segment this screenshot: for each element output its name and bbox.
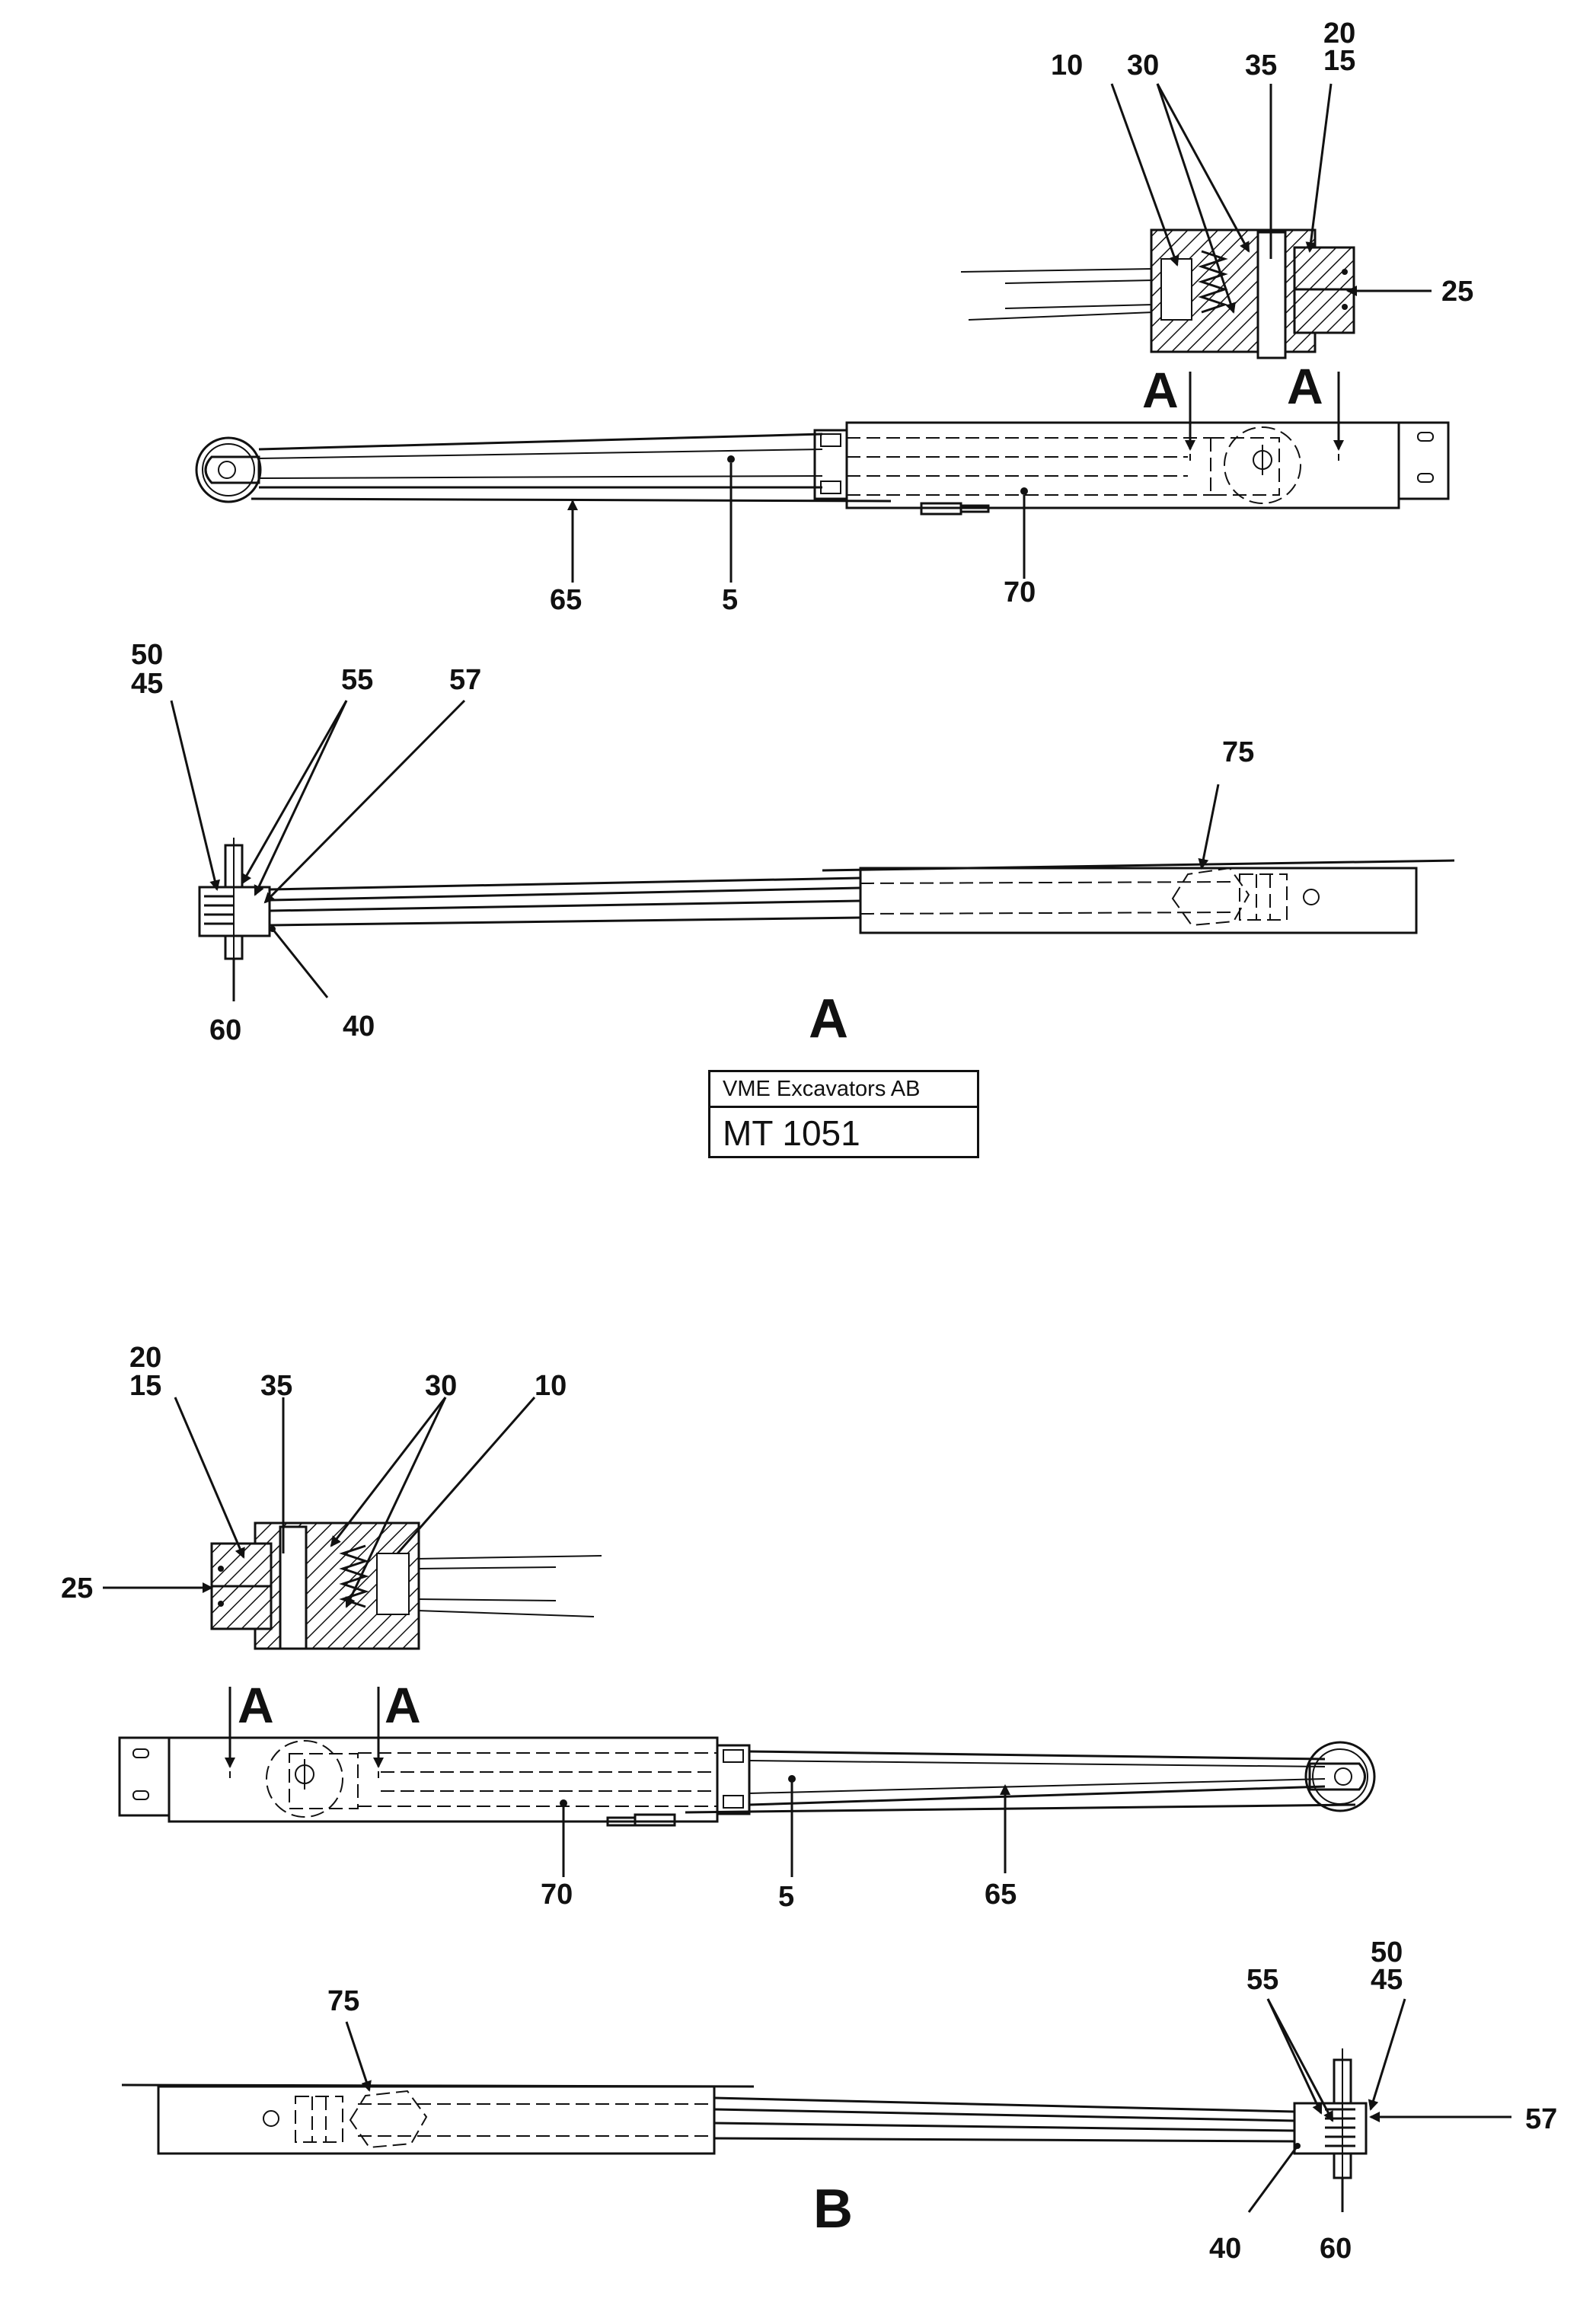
callout-5: 5 xyxy=(722,584,738,616)
callout-55: 55 xyxy=(341,664,373,696)
drawing-number: MT 1051 xyxy=(723,1113,860,1153)
callout-50: 50 xyxy=(1371,1936,1403,1968)
callout-5: 5 xyxy=(778,1881,794,1913)
callout-75: 75 xyxy=(1222,736,1254,768)
callout-15: 15 xyxy=(1323,45,1355,77)
section-marker: A xyxy=(1142,362,1179,418)
leader-lines xyxy=(103,83,1511,2213)
callout-25: 25 xyxy=(1441,276,1473,308)
callout-15: 15 xyxy=(129,1370,161,1402)
callout-10: 10 xyxy=(535,1370,567,1402)
callout-10: 10 xyxy=(1051,49,1083,81)
upper-section-detail xyxy=(960,228,1355,359)
callout-50: 50 xyxy=(131,639,163,671)
callout-45: 45 xyxy=(131,668,163,700)
callouts-upper-section: 10 30 35 20 15 25 xyxy=(1051,18,1473,308)
callout-25: 25 xyxy=(61,1572,93,1604)
callout-65: 65 xyxy=(550,584,582,616)
view-a-label: A xyxy=(809,988,848,1049)
callout-45: 45 xyxy=(1371,1964,1403,1996)
callouts-upper-main: 65 5 70 xyxy=(550,576,1036,616)
callout-35: 35 xyxy=(260,1370,292,1402)
callout-57: 57 xyxy=(449,664,481,696)
callout-75: 75 xyxy=(327,1985,359,2017)
view-a-side-view xyxy=(198,838,1455,971)
section-marker: A xyxy=(1287,358,1323,414)
view-b-side-view xyxy=(121,2048,1368,2189)
callout-57: 57 xyxy=(1525,2103,1557,2135)
section-marker: A xyxy=(238,1677,274,1733)
callout-20: 20 xyxy=(1323,18,1355,49)
company-name: VME Excavators AB xyxy=(710,1072,977,1108)
title-block: VME Excavators AB MT 1051 xyxy=(708,1070,979,1158)
callout-70: 70 xyxy=(541,1879,573,1911)
callout-70: 70 xyxy=(1004,576,1036,608)
callout-20: 20 xyxy=(129,1342,161,1374)
callouts-view-a: 50 45 55 57 75 60 40 A xyxy=(131,639,1254,1049)
callout-30: 30 xyxy=(425,1370,457,1402)
callouts-lower-main: 70 5 65 xyxy=(541,1879,1017,1913)
callout-30: 30 xyxy=(1127,49,1159,81)
view-b-label: B xyxy=(813,2179,853,2240)
section-markers-upper: A A xyxy=(1142,358,1323,418)
callouts-view-b: 75 55 50 45 57 40 60 B xyxy=(327,1936,1557,2265)
callout-60: 60 xyxy=(1320,2233,1352,2265)
callout-65: 65 xyxy=(985,1879,1017,1911)
lower-main-assembly xyxy=(118,1687,1376,1827)
section-markers-lower: A A xyxy=(238,1677,421,1733)
callout-35: 35 xyxy=(1245,49,1277,81)
callout-55: 55 xyxy=(1246,1964,1278,1996)
callout-60: 60 xyxy=(209,1014,241,1046)
section-marker: A xyxy=(385,1677,421,1733)
upper-main-assembly xyxy=(195,372,1450,516)
callout-40: 40 xyxy=(343,1011,375,1042)
callouts-lower-section: 20 15 35 30 10 25 xyxy=(61,1342,567,1604)
callout-40: 40 xyxy=(1209,2233,1241,2265)
